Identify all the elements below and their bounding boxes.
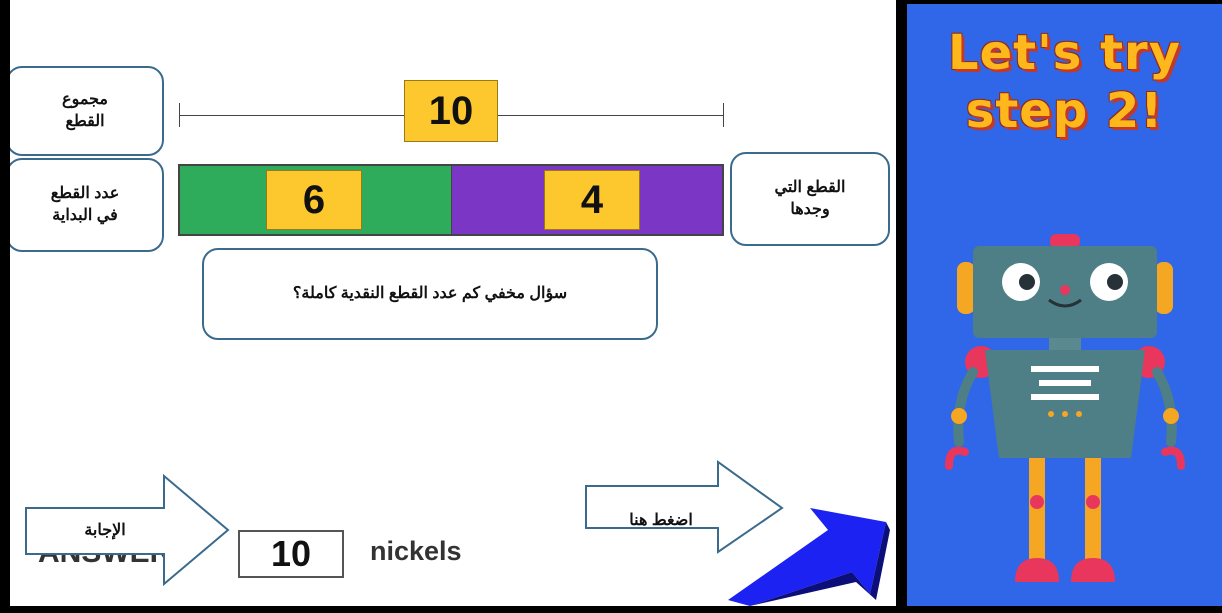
found-value: 4 xyxy=(580,177,604,222)
answer-arrow-callout xyxy=(25,474,230,586)
start-value-box: 6 xyxy=(266,170,362,230)
start-value: 6 xyxy=(302,177,326,222)
bracket-left-tick xyxy=(179,103,180,127)
next-arrow-callout[interactable] xyxy=(584,460,784,554)
start-label: عدد القطع في البداية xyxy=(50,185,120,224)
question-text: سؤال مخفي كم عدد القطع النقدية كاملة؟ xyxy=(292,285,568,303)
bracket-right-tick xyxy=(723,103,724,127)
big-blue-arrow-icon[interactable] xyxy=(710,478,896,606)
total-label-callout: مجموع القطع xyxy=(10,66,164,156)
answer-input[interactable]: 10 xyxy=(238,530,344,578)
activity-stage: مجموع القطع عدد القطع في البداية 10 6 4 … xyxy=(10,0,896,606)
answer-unit: nickels xyxy=(370,536,462,566)
answer-value: 10 xyxy=(270,533,312,574)
found-label: القطع التي وجدها xyxy=(774,179,846,218)
start-label-callout: عدد القطع في البداية xyxy=(10,158,164,252)
answer-arrow-label: الإجابة xyxy=(84,522,126,539)
total-label: مجموع القطع xyxy=(62,91,108,130)
question-callout: سؤال مخفي كم عدد القطع النقدية كاملة؟ xyxy=(202,248,658,340)
robot-icon xyxy=(945,234,1185,582)
found-value-box: 4 xyxy=(544,170,640,230)
next-arrow-label[interactable]: اضغط هنا xyxy=(629,512,693,529)
side-panel: Let's try step 2! xyxy=(907,4,1222,606)
total-value: 10 xyxy=(428,88,474,133)
step-title: Let's try step 2! xyxy=(948,25,1181,139)
found-label-callout: القطع التي وجدها xyxy=(730,152,890,246)
total-value-box: 10 xyxy=(404,80,498,142)
